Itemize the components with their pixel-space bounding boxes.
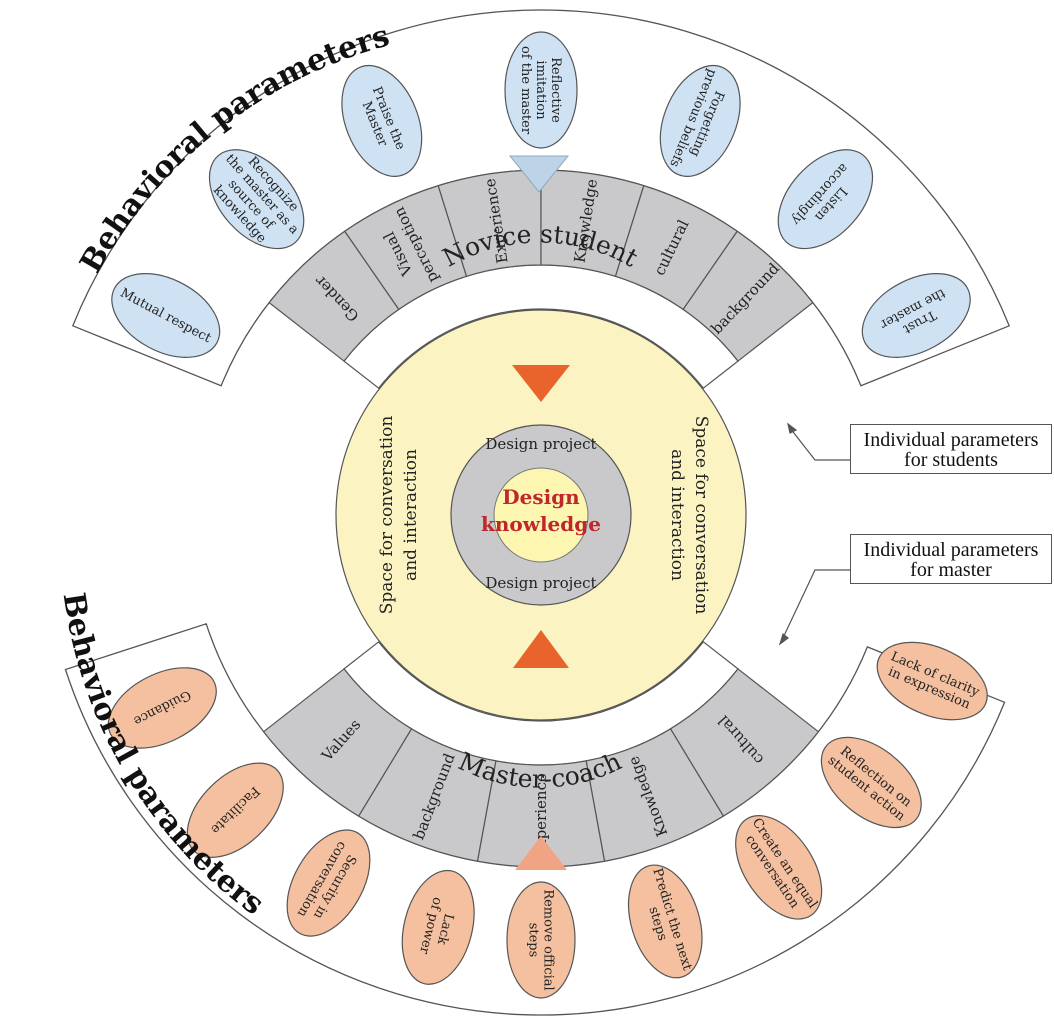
student-behavior: Praise theMaster — [341, 64, 423, 177]
student-behavior: Reflectiveimitationof the master — [504, 31, 578, 149]
student-behavior-ellipse — [341, 64, 423, 177]
student-behavior-label: Praise theMaster — [355, 85, 408, 158]
master-behavior-ellipse — [286, 829, 371, 937]
master-behavior-label: Remove officialsteps — [526, 889, 556, 990]
master-behavior: Remove officialsteps — [506, 881, 576, 999]
student-behavior-ellipse — [861, 273, 971, 358]
conversation-left-line1: Space for conversation — [377, 416, 397, 615]
master-behavior-ellipse — [876, 641, 988, 721]
conversation-right-line2: and interaction — [667, 449, 687, 581]
master-behavior-ellipse — [186, 762, 284, 858]
conversation-right: Space for conversation and interaction — [667, 416, 711, 615]
student-behavior: Forgettingprevious beliefs — [659, 64, 741, 177]
master-behavior: Security inconversation — [286, 829, 371, 937]
student-behavior-line: imitation — [533, 60, 548, 120]
design-knowledge-core — [493, 467, 589, 563]
master-behavior: Guidance — [107, 667, 217, 749]
callout-master: Individual parameters for master — [850, 534, 1052, 584]
master-segment — [262, 668, 413, 817]
callout-students: Individual parameters for students — [850, 424, 1052, 474]
callout-master-line1: Individual parameters — [863, 539, 1039, 561]
bottom-salmon-arrow — [515, 836, 567, 870]
student-orange-arrow — [512, 365, 570, 402]
master-behavior: Facilitate — [186, 762, 284, 858]
student-behavior: Trustthe master — [861, 273, 971, 358]
callout-students-line2: for students — [904, 449, 998, 471]
student-behavior-ellipse — [777, 149, 874, 250]
master-behavior-ellipse — [107, 667, 217, 749]
master-parameter-segments: culturalKnowledgeExperiencebackgroundVal… — [262, 640, 820, 868]
student-behavior-ellipse — [111, 273, 221, 358]
master-behavior: Predict the nextsteps — [627, 864, 703, 979]
student-behavior-line: Reflective — [548, 57, 563, 123]
student-behavior-label: Reflectiveimitationof the master — [518, 46, 563, 135]
master-behavior: Lack of clarityin expression — [876, 641, 988, 721]
master-behavior-ellipse — [735, 815, 823, 920]
master-behavior-line: Lack — [434, 912, 456, 946]
center-title-line2: knowledge — [481, 512, 601, 536]
master-behavior: Lackof power — [401, 869, 475, 985]
master-behavior-ellipse — [820, 736, 922, 829]
student-segment — [682, 230, 814, 362]
conversation-left: Space for conversation and interaction — [377, 416, 421, 615]
conversation-left-line2: and interaction — [401, 449, 421, 581]
student-behavior-ellipse — [208, 149, 305, 250]
center-title-line1: Design — [502, 485, 580, 509]
inner-rings — [335, 309, 747, 721]
conversation-right-line1: Space for conversation — [691, 416, 711, 615]
master-behavior-ellipse — [401, 869, 475, 985]
callout-students-line1: Individual parameters — [863, 429, 1039, 451]
master-behavior-ellipse — [506, 881, 576, 999]
top-blue-arrow — [508, 155, 570, 193]
student-behavior-line: of the master — [518, 46, 533, 135]
student-behavior: Mutual respect — [111, 273, 221, 358]
ring-top-label: Design project — [485, 435, 596, 453]
master-behavior-line: steps — [526, 923, 541, 958]
master-segment-label: Experience — [532, 773, 550, 859]
student-behavior: Listenaccordingly — [777, 149, 874, 250]
master-segment-line: Experience — [532, 773, 550, 859]
student-behavior-ellipse — [504, 31, 578, 149]
master-orange-arrow — [513, 630, 569, 668]
arrows — [508, 155, 570, 870]
master-behavior-ellipse — [627, 864, 703, 979]
student-behavior-ellipse — [659, 64, 741, 177]
master-behavior-line: Remove official — [541, 889, 556, 990]
callout-connectors — [778, 422, 850, 646]
ring-bottom-label: Design project — [485, 574, 596, 592]
callout-master-line2: for master — [910, 559, 992, 581]
